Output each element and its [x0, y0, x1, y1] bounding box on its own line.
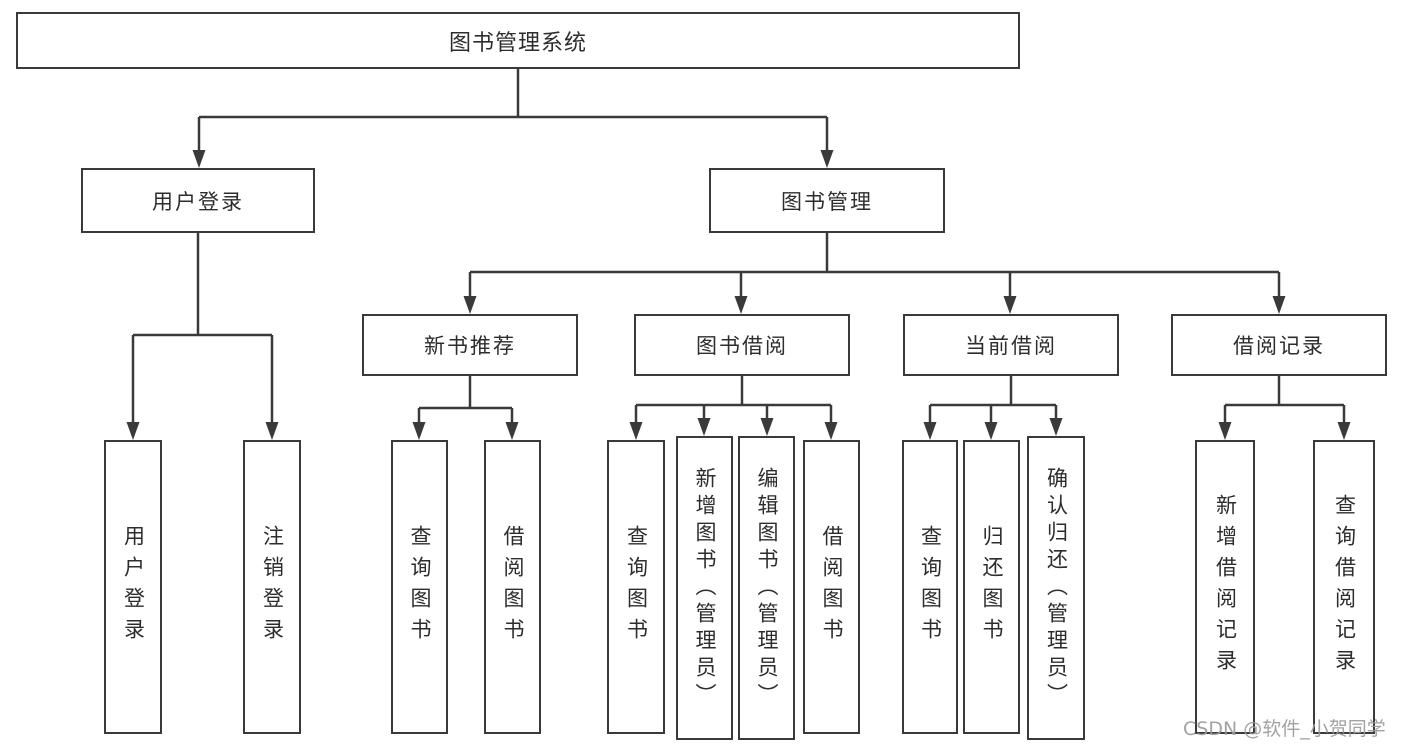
node-book-borrow-label: 图书借阅	[696, 334, 788, 358]
leaf-confirm-return-admin-label: 确认归还（管理员）	[1044, 466, 1069, 710]
leaf-query-borrow-record-label: 查询借阅记录	[1332, 494, 1357, 680]
leaf-add-book-admin-label: 新增图书（管理员）	[693, 466, 717, 710]
node-borrow-records: 借阅记录	[1171, 314, 1387, 376]
watermark: CSDN @软件_小贺同学	[1183, 718, 1386, 740]
node-borrow-records-label: 借阅记录	[1233, 334, 1325, 358]
leaf-query-books-recommend-label: 查询图书	[408, 525, 432, 649]
leaf-borrow-books-recommend: 借阅图书	[484, 440, 541, 734]
leaf-logout-label: 注销登录	[260, 525, 285, 649]
leaf-add-borrow-record: 新增借阅记录	[1195, 440, 1255, 734]
node-book-borrow: 图书借阅	[634, 314, 850, 376]
node-user-login: 用户登录	[81, 168, 315, 233]
node-library-system-label: 图书管理系统	[448, 30, 587, 56]
node-user-login-label: 用户登录	[152, 189, 244, 214]
leaf-query-books-borrow-label: 查询图书	[624, 525, 649, 649]
leaf-confirm-return-admin: 确认归还（管理员）	[1027, 436, 1085, 740]
node-library-system: 图书管理系统	[16, 12, 1020, 69]
leaf-query-books-borrow: 查询图书	[607, 440, 665, 734]
node-new-book-recommend-label: 新书推荐	[424, 334, 516, 358]
leaf-query-borrow-record: 查询借阅记录	[1313, 440, 1375, 734]
leaf-edit-book-admin: 编辑图书（管理员）	[738, 436, 795, 740]
leaf-add-book-admin: 新增图书（管理员）	[676, 436, 733, 740]
leaf-user-login: 用户登录	[104, 440, 162, 734]
leaf-return-book: 归还图书	[963, 440, 1020, 734]
leaf-query-books-current-label: 查询图书	[918, 525, 943, 649]
leaf-query-books-recommend: 查询图书	[391, 440, 448, 734]
leaf-return-book-label: 归还图书	[980, 525, 1004, 649]
node-current-borrow-label: 当前借阅	[965, 334, 1057, 358]
node-book-management-label: 图书管理	[781, 189, 873, 214]
node-new-book-recommend: 新书推荐	[362, 314, 578, 376]
leaf-edit-book-admin-label: 编辑图书（管理员）	[755, 466, 779, 710]
node-book-management: 图书管理	[709, 168, 945, 233]
leaf-borrow-books-borrow: 借阅图书	[803, 440, 860, 734]
leaf-borrow-books-recommend-label: 借阅图书	[501, 525, 525, 649]
node-current-borrow: 当前借阅	[903, 314, 1119, 376]
leaf-logout: 注销登录	[243, 440, 301, 734]
leaf-user-login-label: 用户登录	[121, 525, 146, 649]
leaf-query-books-current: 查询图书	[902, 440, 958, 734]
leaf-add-borrow-record-label: 新增借阅记录	[1213, 494, 1238, 680]
leaf-borrow-books-borrow-label: 借阅图书	[820, 525, 844, 649]
